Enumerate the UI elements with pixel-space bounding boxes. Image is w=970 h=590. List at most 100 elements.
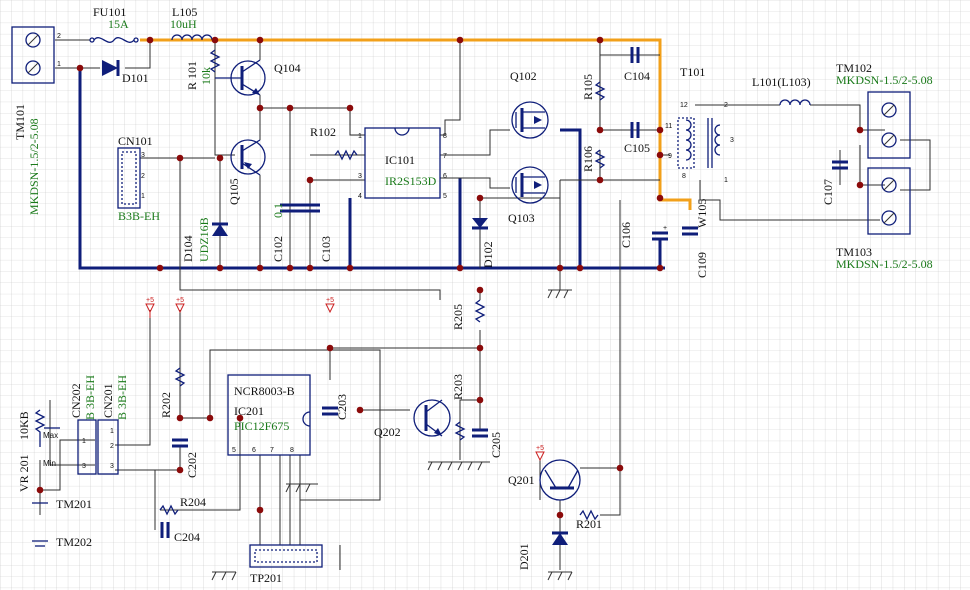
c104-label: C104 (624, 69, 650, 83)
capacitor-c109 (682, 226, 698, 236)
svg-text:2: 2 (724, 102, 728, 109)
transformer-t101: 12 11 9 8 2 3 1 (665, 102, 734, 184)
fu101-value: 15A (108, 17, 129, 31)
svg-text:1: 1 (57, 61, 61, 68)
r201-label: R201 (576, 517, 602, 531)
mosfet-q102 (511, 101, 549, 139)
svg-text:4: 4 (358, 193, 362, 200)
svg-text:+5: +5 (536, 445, 544, 452)
c205-label: C205 (489, 432, 503, 458)
c103-label: C103 (319, 236, 333, 262)
transistor-q201 (539, 459, 581, 501)
svg-text:2: 2 (57, 33, 61, 40)
svg-text:1: 1 (141, 193, 145, 200)
svg-text:7: 7 (270, 447, 274, 454)
junctions (36, 36, 864, 519)
c203-label: C203 (335, 394, 349, 420)
svg-text:+5: +5 (176, 297, 184, 304)
r101-label: R 101 (185, 61, 199, 90)
inductor-l105 (171, 34, 213, 41)
ic201-label: IC201 (234, 404, 264, 418)
ground-symbol-4 (211, 571, 237, 581)
potentiometer-vr201 (34, 409, 60, 447)
d102-label: D102 (481, 241, 495, 268)
resistor-r201 (579, 509, 599, 521)
resistor-r203 (454, 421, 466, 441)
c106-label: C106 (619, 222, 633, 248)
svg-text:8: 8 (443, 133, 447, 140)
tm202-label: TM202 (56, 535, 92, 549)
ic201-value: PIC12F675 (234, 419, 289, 433)
q104-label: Q104 (274, 61, 301, 75)
capacitor-c102 (280, 203, 300, 213)
cn101-connector: 3 2 1 (117, 147, 145, 209)
svg-text:1: 1 (724, 177, 728, 184)
resistor-r202 (174, 367, 186, 387)
tm102-value: MKDSN-1.5/2-5.08 (836, 73, 933, 87)
svg-text:9: 9 (668, 153, 672, 160)
r205-label: R205 (451, 304, 465, 330)
tm101-label: TM101 (13, 104, 27, 140)
capacitor-c105 (630, 122, 640, 138)
capacitor-c106: + (652, 225, 668, 241)
c102-value: 0.1 (271, 203, 285, 218)
svg-text:+5: +5 (146, 297, 154, 304)
svg-text:3: 3 (141, 152, 145, 159)
r101-value: 10k (199, 67, 213, 85)
tm102-label: TM102 (836, 61, 872, 75)
diode-d102 (472, 218, 488, 230)
tp201-label: TP201 (250, 571, 282, 585)
resistor-r106 (594, 149, 606, 169)
svg-text:1: 1 (82, 438, 86, 445)
svg-text:2: 2 (141, 173, 145, 180)
d104-value: UDZ16B (197, 217, 211, 262)
zener-d201 (552, 531, 568, 545)
capacitor-c103 (300, 203, 320, 213)
ground-symbol-1 (547, 268, 572, 299)
q103-label: Q103 (508, 211, 535, 225)
c107-label: C107 (821, 179, 835, 205)
capacitor-c104 (630, 47, 640, 63)
r105-label: R105 (581, 74, 595, 100)
svg-text:1: 1 (110, 428, 114, 435)
svg-text:2: 2 (110, 443, 114, 450)
cn101-label: CN101 (118, 134, 153, 148)
c204-label: C204 (174, 530, 200, 544)
transistor-q104 (215, 59, 266, 96)
c109-label: C109 (695, 252, 709, 278)
svg-text:1: 1 (358, 133, 362, 140)
svg-text:+5: +5 (326, 297, 334, 304)
resistor-r105 (594, 81, 606, 101)
tm103-label: TM103 (836, 245, 872, 259)
r202-label: R202 (159, 392, 173, 418)
svg-text:7: 7 (443, 153, 447, 160)
resistor-r101 (209, 49, 221, 73)
ic101-label: IC101 (385, 153, 415, 167)
cn201-label: CN201 (101, 383, 115, 418)
d201-label: D201 (517, 543, 531, 570)
mosfet-q103 (511, 166, 549, 204)
svg-text:3: 3 (110, 463, 114, 470)
svg-text:5: 5 (443, 193, 447, 200)
zener-d104 (212, 222, 228, 236)
svg-text:6: 6 (252, 447, 256, 454)
resistor-r102 (334, 149, 358, 161)
ground-rail (78, 68, 665, 270)
q201-label: Q201 (508, 473, 535, 487)
capacitor-c205 (472, 428, 488, 438)
svg-text:3: 3 (82, 463, 86, 470)
cn201-connector: 1 2 3 (97, 419, 119, 475)
tm201-label: TM201 (56, 497, 92, 511)
diode-d101 (102, 60, 120, 76)
fu101-label: FU101 (93, 5, 126, 19)
supply-plus5-4: +5 (535, 445, 545, 462)
cn202-value: B 3B-EH (83, 375, 97, 420)
l105-label: L105 (172, 5, 197, 19)
d104-label: D104 (181, 235, 195, 262)
capacitor-c203 (322, 406, 338, 416)
svg-text:3: 3 (358, 173, 362, 180)
supply-plus5-3: +5 (325, 297, 335, 314)
vr201-label: VR 201 (17, 454, 31, 492)
